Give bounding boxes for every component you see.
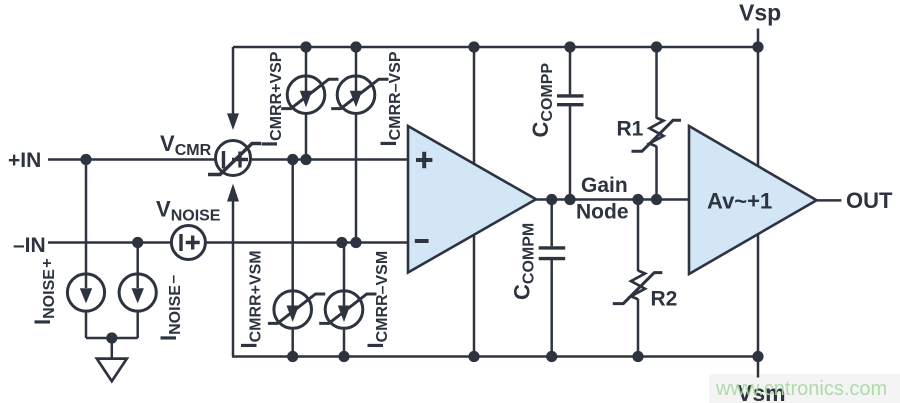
svg-text:Av~+1: Av~+1 <box>707 189 772 214</box>
svg-text:Vsm: Vsm <box>737 380 786 403</box>
svg-text:–IN: –IN <box>13 234 46 257</box>
svg-text:R2: R2 <box>651 288 678 311</box>
svg-text:ICMRR–VSM: ICMRR–VSM <box>363 251 391 349</box>
svg-text:Vsp: Vsp <box>739 0 781 26</box>
svg-text:www.cntronics.com: www.cntronics.com <box>715 378 887 400</box>
svg-text:OUT: OUT <box>846 188 893 213</box>
svg-text:Node: Node <box>576 201 629 224</box>
svg-text:R1: R1 <box>617 118 644 141</box>
svg-text:+IN: +IN <box>8 149 41 172</box>
svg-text:Gain: Gain <box>581 174 628 197</box>
